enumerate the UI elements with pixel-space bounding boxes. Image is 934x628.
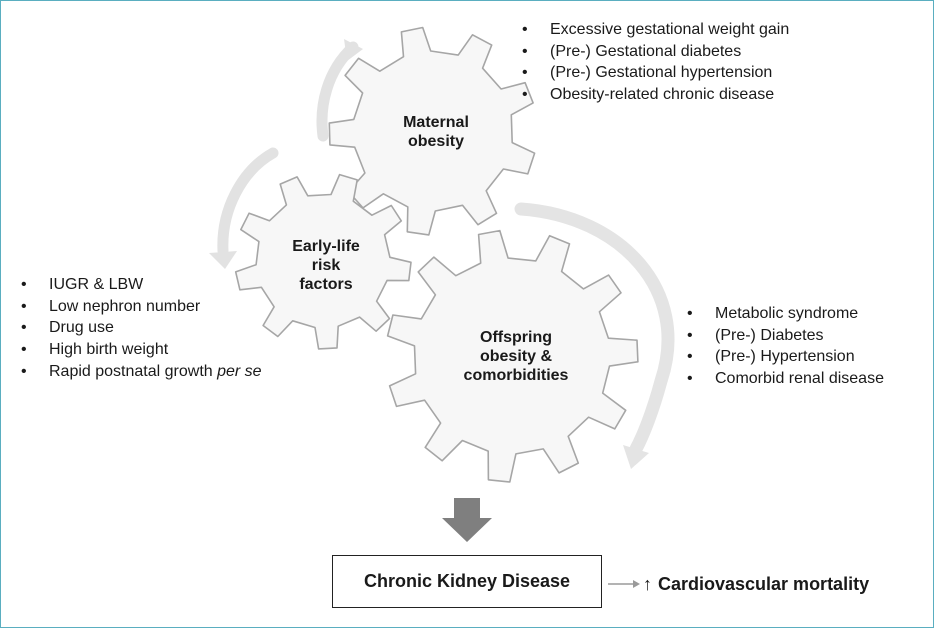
list-item: (Pre-) Hypertension bbox=[683, 346, 884, 368]
list-item-emphasis: per se bbox=[217, 362, 262, 380]
list-item: Low nephron number bbox=[17, 296, 262, 318]
cardiovascular-mortality-label: Cardiovascular mortality bbox=[658, 573, 870, 594]
maternal-obesity-label: Maternal obesity bbox=[371, 113, 501, 151]
offspring-conditions-list: Metabolic syndrome (Pre-) Diabetes (Pre-… bbox=[683, 303, 884, 390]
list-item: High birth weight bbox=[17, 339, 262, 361]
cycle-arrow-left bbox=[217, 147, 279, 257]
offspring-line3: comorbidities bbox=[463, 367, 569, 384]
list-item: Excessive gestational weight gain bbox=[518, 19, 789, 41]
early-life-line1: Early-life bbox=[292, 238, 360, 255]
early-life-gear bbox=[234, 173, 412, 350]
list-item: (Pre-) Gestational diabetes bbox=[518, 41, 789, 63]
early-life-line2: risk bbox=[311, 257, 341, 274]
maternal-obesity-gear bbox=[328, 26, 536, 236]
early-life-label: Early-life risk factors bbox=[266, 237, 386, 294]
list-item: (Pre-) Gestational hypertension bbox=[518, 62, 789, 84]
chronic-kidney-disease-box: Chronic Kidney Disease bbox=[332, 555, 602, 608]
cardiovascular-outcome: ↑ Cardiovascular mortality bbox=[607, 572, 869, 596]
list-item: Comorbid renal disease bbox=[683, 368, 884, 390]
early-life-factors-list: IUGR & LBW Low nephron number Drug use H… bbox=[17, 274, 262, 383]
ckd-label: Chronic Kidney Disease bbox=[363, 571, 571, 591]
early-life-line3: factors bbox=[299, 276, 353, 293]
offspring-line1: Offspring bbox=[480, 329, 552, 346]
cycle-arrow-top bbox=[316, 41, 359, 142]
list-item: (Pre-) Diabetes bbox=[683, 325, 884, 347]
maternal-obesity-line2: obesity bbox=[407, 133, 464, 150]
list-item-text: Drug use bbox=[49, 319, 114, 337]
list-item: Metabolic syndrome bbox=[683, 303, 884, 325]
list-item: Drug use bbox=[17, 317, 262, 339]
list-item: Obesity-related chronic disease bbox=[518, 84, 789, 106]
list-item: Rapid postnatal growth per se bbox=[17, 361, 262, 383]
offspring-label: Offspring obesity & comorbidities bbox=[441, 328, 591, 385]
cycle-arrow-left-head bbox=[209, 251, 237, 269]
maternal-obesity-line1: Maternal bbox=[403, 114, 469, 131]
list-item-text: Rapid postnatal growth bbox=[49, 362, 218, 380]
maternal-factors-list: Excessive gestational weight gain (Pre-)… bbox=[518, 19, 789, 106]
up-arrow-glyph: ↑ bbox=[643, 573, 652, 594]
list-item-text: Low nephron number bbox=[49, 297, 201, 315]
right-arrow-icon bbox=[608, 580, 640, 588]
down-arrow-to-ckd bbox=[442, 498, 492, 542]
offspring-obesity-gear bbox=[386, 229, 639, 483]
list-item-text: High birth weight bbox=[49, 341, 169, 359]
cycle-arrow-right bbox=[514, 202, 675, 456]
list-item-text: IUGR & LBW bbox=[49, 276, 144, 293]
cycle-arrow-right-head bbox=[623, 445, 649, 469]
list-item: IUGR & LBW bbox=[17, 274, 262, 296]
cycle-arrow-top-head bbox=[344, 39, 363, 61]
offspring-line2: obesity & bbox=[479, 348, 552, 365]
